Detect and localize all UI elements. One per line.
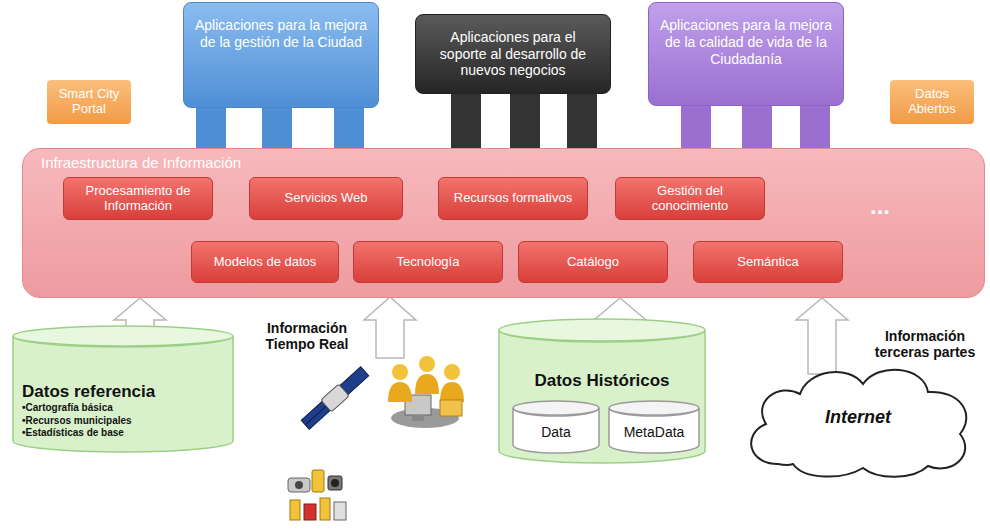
node-title: Recursos formativos [454,191,572,206]
node-text: •Estadísticas de base [22,427,124,440]
flow-label: Información terceras partes [866,328,984,360]
node-title: Procesamiento de Información [70,184,206,214]
cloud-path [751,370,966,477]
cylinder-body [13,336,233,452]
service-box: Procesamiento de Información [63,177,213,220]
open-data-box: Datos Abiertos [890,80,974,124]
node-title: Smart City Portal [53,87,125,117]
metadata-cylinder: MetaData [608,400,700,454]
service-box: Catálogo [518,241,668,283]
node-title: Aplicaciones para la mejora de la calida… [659,17,833,67]
service-box: Modelos de datos [191,241,339,283]
people-icon [388,356,464,428]
sensor-icons [288,470,346,520]
service-box: Semántica [693,241,843,283]
cylinder-top [609,401,699,415]
node-title: Datos referencia [22,381,155,402]
node-title: Tecnología [397,255,460,270]
internet-cloud: Internet [738,352,978,482]
infrastructure-band: Infraestructura de InformaciónProcesamie… [22,148,985,298]
node-title: Semántica [737,255,798,270]
database-cylinder: Datos HistóricosData MetaData [498,318,706,464]
node-title: MetaData [624,424,685,440]
service-box: Tecnología [353,241,503,283]
realtime-arrow [364,297,416,358]
node-title: Data [541,424,571,440]
application-box: Aplicaciones para el soporte al desarrol… [415,14,611,94]
node-text: •Recursos municipales [22,415,132,428]
application-box: Aplicaciones para la mejora de la gestió… [183,2,379,108]
cylinder-top [13,326,233,346]
node-title: Modelos de datos [214,255,317,270]
node-title: Aplicaciones para el soporte al desarrol… [426,29,600,79]
cylinder-top [499,319,705,341]
flow-label: Información Tiempo Real [254,320,360,352]
application-box: Aplicaciones para la mejora de la calida… [648,2,844,106]
node-title: Gestión del conocimiento [622,184,758,214]
data-cylinder: Data [512,400,600,454]
block-arrow [114,298,166,329]
node-text: •Cartografía básica [22,402,113,415]
node-title: Aplicaciones para la mejora de la gestió… [194,17,368,51]
portal-box: Smart City Portal [47,80,131,124]
node-title: Datos Abiertos [896,87,968,117]
node-title: Datos Históricos [534,370,669,391]
block-arrow [796,298,848,374]
cylinder-top [513,401,599,415]
node-title: Servicios Web [285,191,368,206]
ellipsis-mark: ... [852,192,908,220]
service-box: Gestión del conocimiento [615,177,765,220]
cylinder-body [499,330,705,463]
node-title: Internet [825,407,891,428]
service-box: Recursos formativos [438,177,588,220]
satellite-icon [300,365,370,430]
node-title: Catálogo [567,255,619,270]
node-title: Infraestructura de Información [41,154,241,171]
service-box: Servicios Web [249,177,403,220]
database-cylinder: Datos referencia•Cartografía básica•Recu… [12,325,234,453]
